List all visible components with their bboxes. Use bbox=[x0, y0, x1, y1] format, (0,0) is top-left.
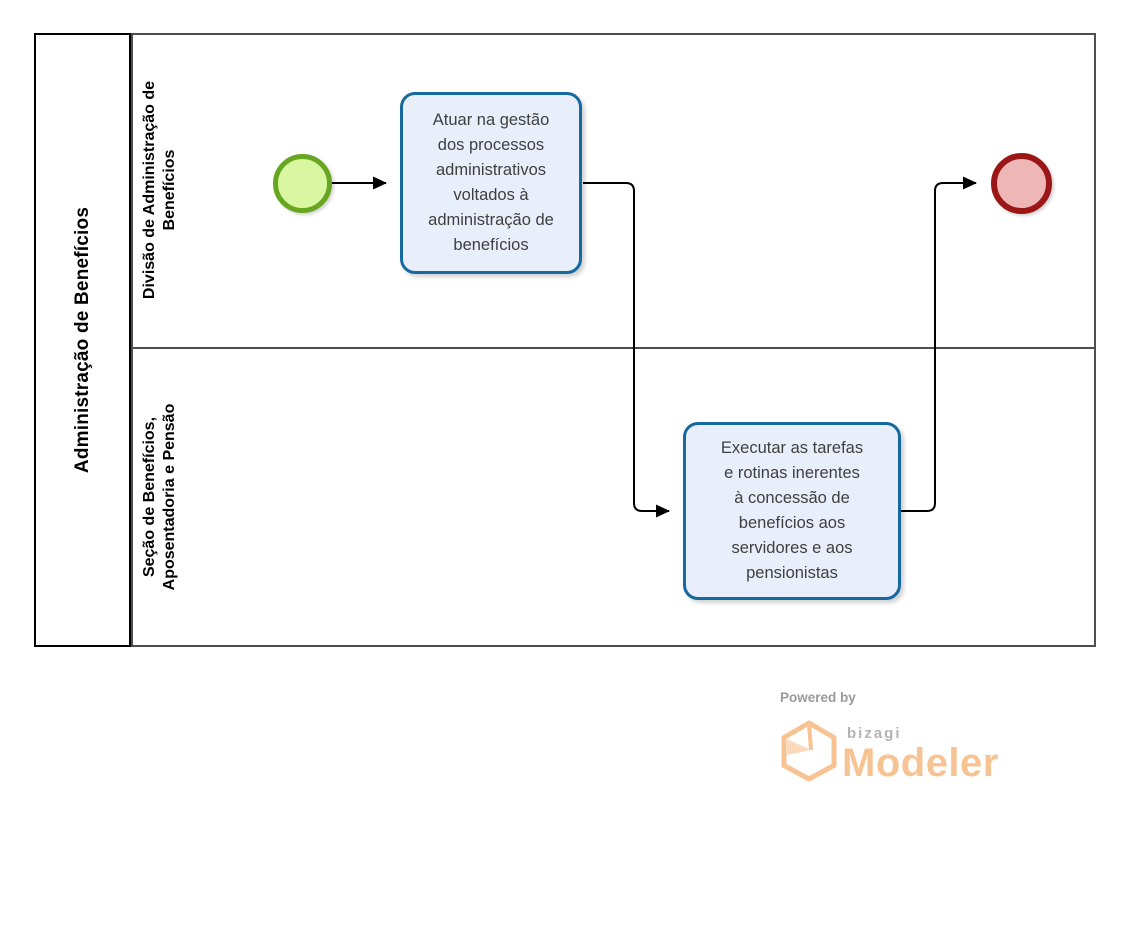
end-event bbox=[991, 153, 1052, 214]
start-event bbox=[273, 154, 332, 213]
powered-by-text: Powered by bbox=[780, 690, 856, 705]
task-gestao-processos: Atuar na gestão dos processos administra… bbox=[400, 92, 582, 274]
task-executar-tarefas: Executar as tarefas e rotinas inerentes … bbox=[683, 422, 901, 600]
lanes-region bbox=[131, 33, 1096, 647]
lane-divider bbox=[133, 347, 1094, 349]
pool-title-area: Administração de Benefícios bbox=[34, 33, 131, 647]
bizagi-logo-icon bbox=[781, 720, 837, 782]
lane-1-label: Divisão de Administração de Benefícios bbox=[141, 80, 178, 300]
task-label: Atuar na gestão dos processos administra… bbox=[428, 111, 554, 254]
pool-title: Administração de Benefícios bbox=[71, 206, 93, 474]
brand-name: bizagi bbox=[847, 725, 902, 742]
product-name: Modeler bbox=[842, 741, 999, 785]
task-label: Executar as tarefas e rotinas inerentes … bbox=[720, 439, 864, 582]
lane-2-label: Seção de Benefícios, Aposentadoria e Pen… bbox=[141, 403, 178, 591]
pool-band bbox=[34, 33, 131, 647]
lane-1-label-area: Divisão de Administração de Benefícios bbox=[131, 33, 189, 347]
lane-2-label-area: Seção de Benefícios, Aposentadoria e Pen… bbox=[131, 347, 189, 647]
